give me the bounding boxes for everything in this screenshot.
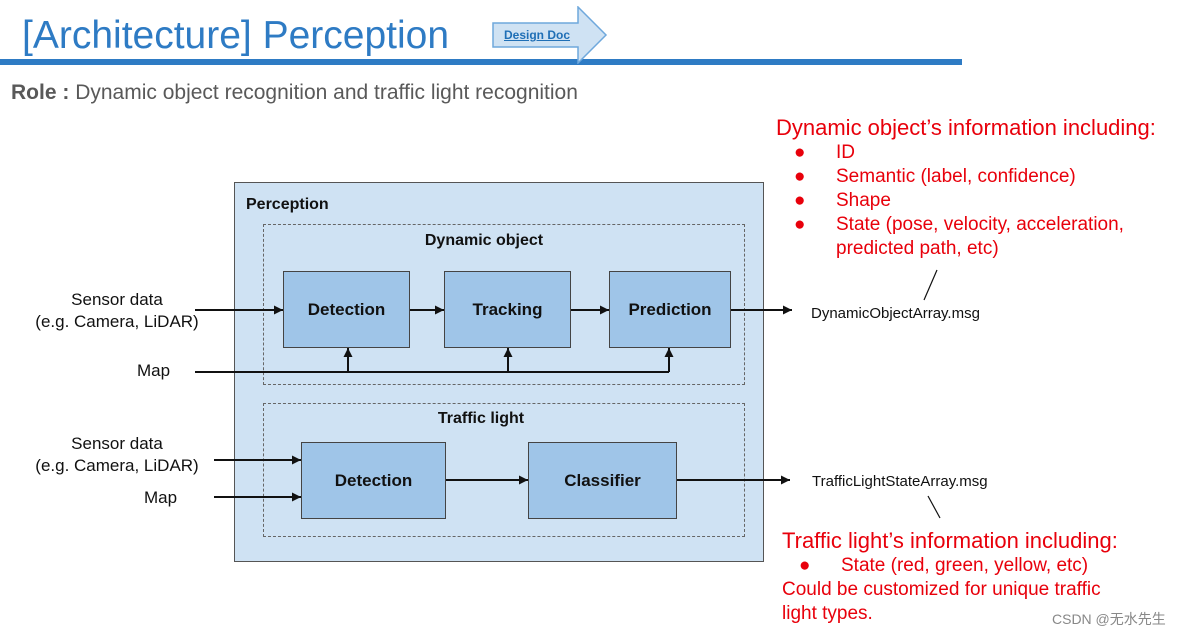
watermark: CSDN @无水先生 <box>1052 611 1166 627</box>
role-line: Role : Dynamic object recognition and tr… <box>11 81 578 105</box>
traffic-notes-title: Traffic light’s information including: <box>782 528 1118 553</box>
map-input-label: Map <box>137 361 171 380</box>
traffic-callout-line <box>927 495 941 519</box>
design-doc-label[interactable]: Design Doc <box>504 28 571 42</box>
page-title: [Architecture] Perception <box>22 14 450 57</box>
dynamic-notes-title: Dynamic object’s information including: <box>776 115 1156 140</box>
bullet-icon: ● <box>794 190 806 211</box>
bullet-icon: ● <box>794 166 806 187</box>
bullet-icon: ● <box>794 142 806 163</box>
bullet-icon: ● <box>794 214 806 235</box>
traffic-notes-list: ● State (red, green, yellow, etc) <box>799 555 1089 576</box>
dynamic-object-group <box>263 224 745 385</box>
arrow-shape-icon <box>492 5 608 65</box>
perception-label: Perception <box>246 196 329 213</box>
dynamic-callout-line <box>923 269 938 301</box>
list-item-continuation: predicted path, etc) <box>836 238 999 259</box>
role-text: Dynamic object recognition and traffic l… <box>75 81 578 104</box>
traffic-output-label: TrafficLightStateArray.msg <box>812 473 988 490</box>
title-underline <box>0 59 962 65</box>
traffic-sensor-data-input-label: Sensor data (e.g. Camera, LiDAR) <box>35 434 199 475</box>
traffic-detection-node: Detection <box>301 442 446 519</box>
traffic-notes-footer-1: Could be customized for unique traffic <box>782 579 1101 600</box>
traffic-light-group <box>263 403 745 537</box>
tracking-node: Tracking <box>444 271 571 348</box>
dynamic-detection-node: Detection <box>283 271 410 348</box>
role-label: Role : <box>11 81 70 104</box>
prediction-node: Prediction <box>609 271 731 348</box>
traffic-light-label: Traffic light <box>437 410 525 427</box>
traffic-notes-footer-2: light types. <box>782 603 873 624</box>
classifier-node: Classifier <box>528 442 677 519</box>
sensor-data-input-label: Sensor data (e.g. Camera, LiDAR) <box>35 290 199 331</box>
design-doc-link[interactable]: Design Doc <box>492 5 608 65</box>
dynamic-notes-list: ● ID ● Semantic (label, confidence) ● Sh… <box>794 142 1124 259</box>
dynamic-output-label: DynamicObjectArray.msg <box>811 305 980 322</box>
traffic-map-input-label: Map <box>144 488 178 507</box>
dynamic-object-label: Dynamic object <box>424 232 544 249</box>
bullet-icon: ● <box>799 555 811 576</box>
